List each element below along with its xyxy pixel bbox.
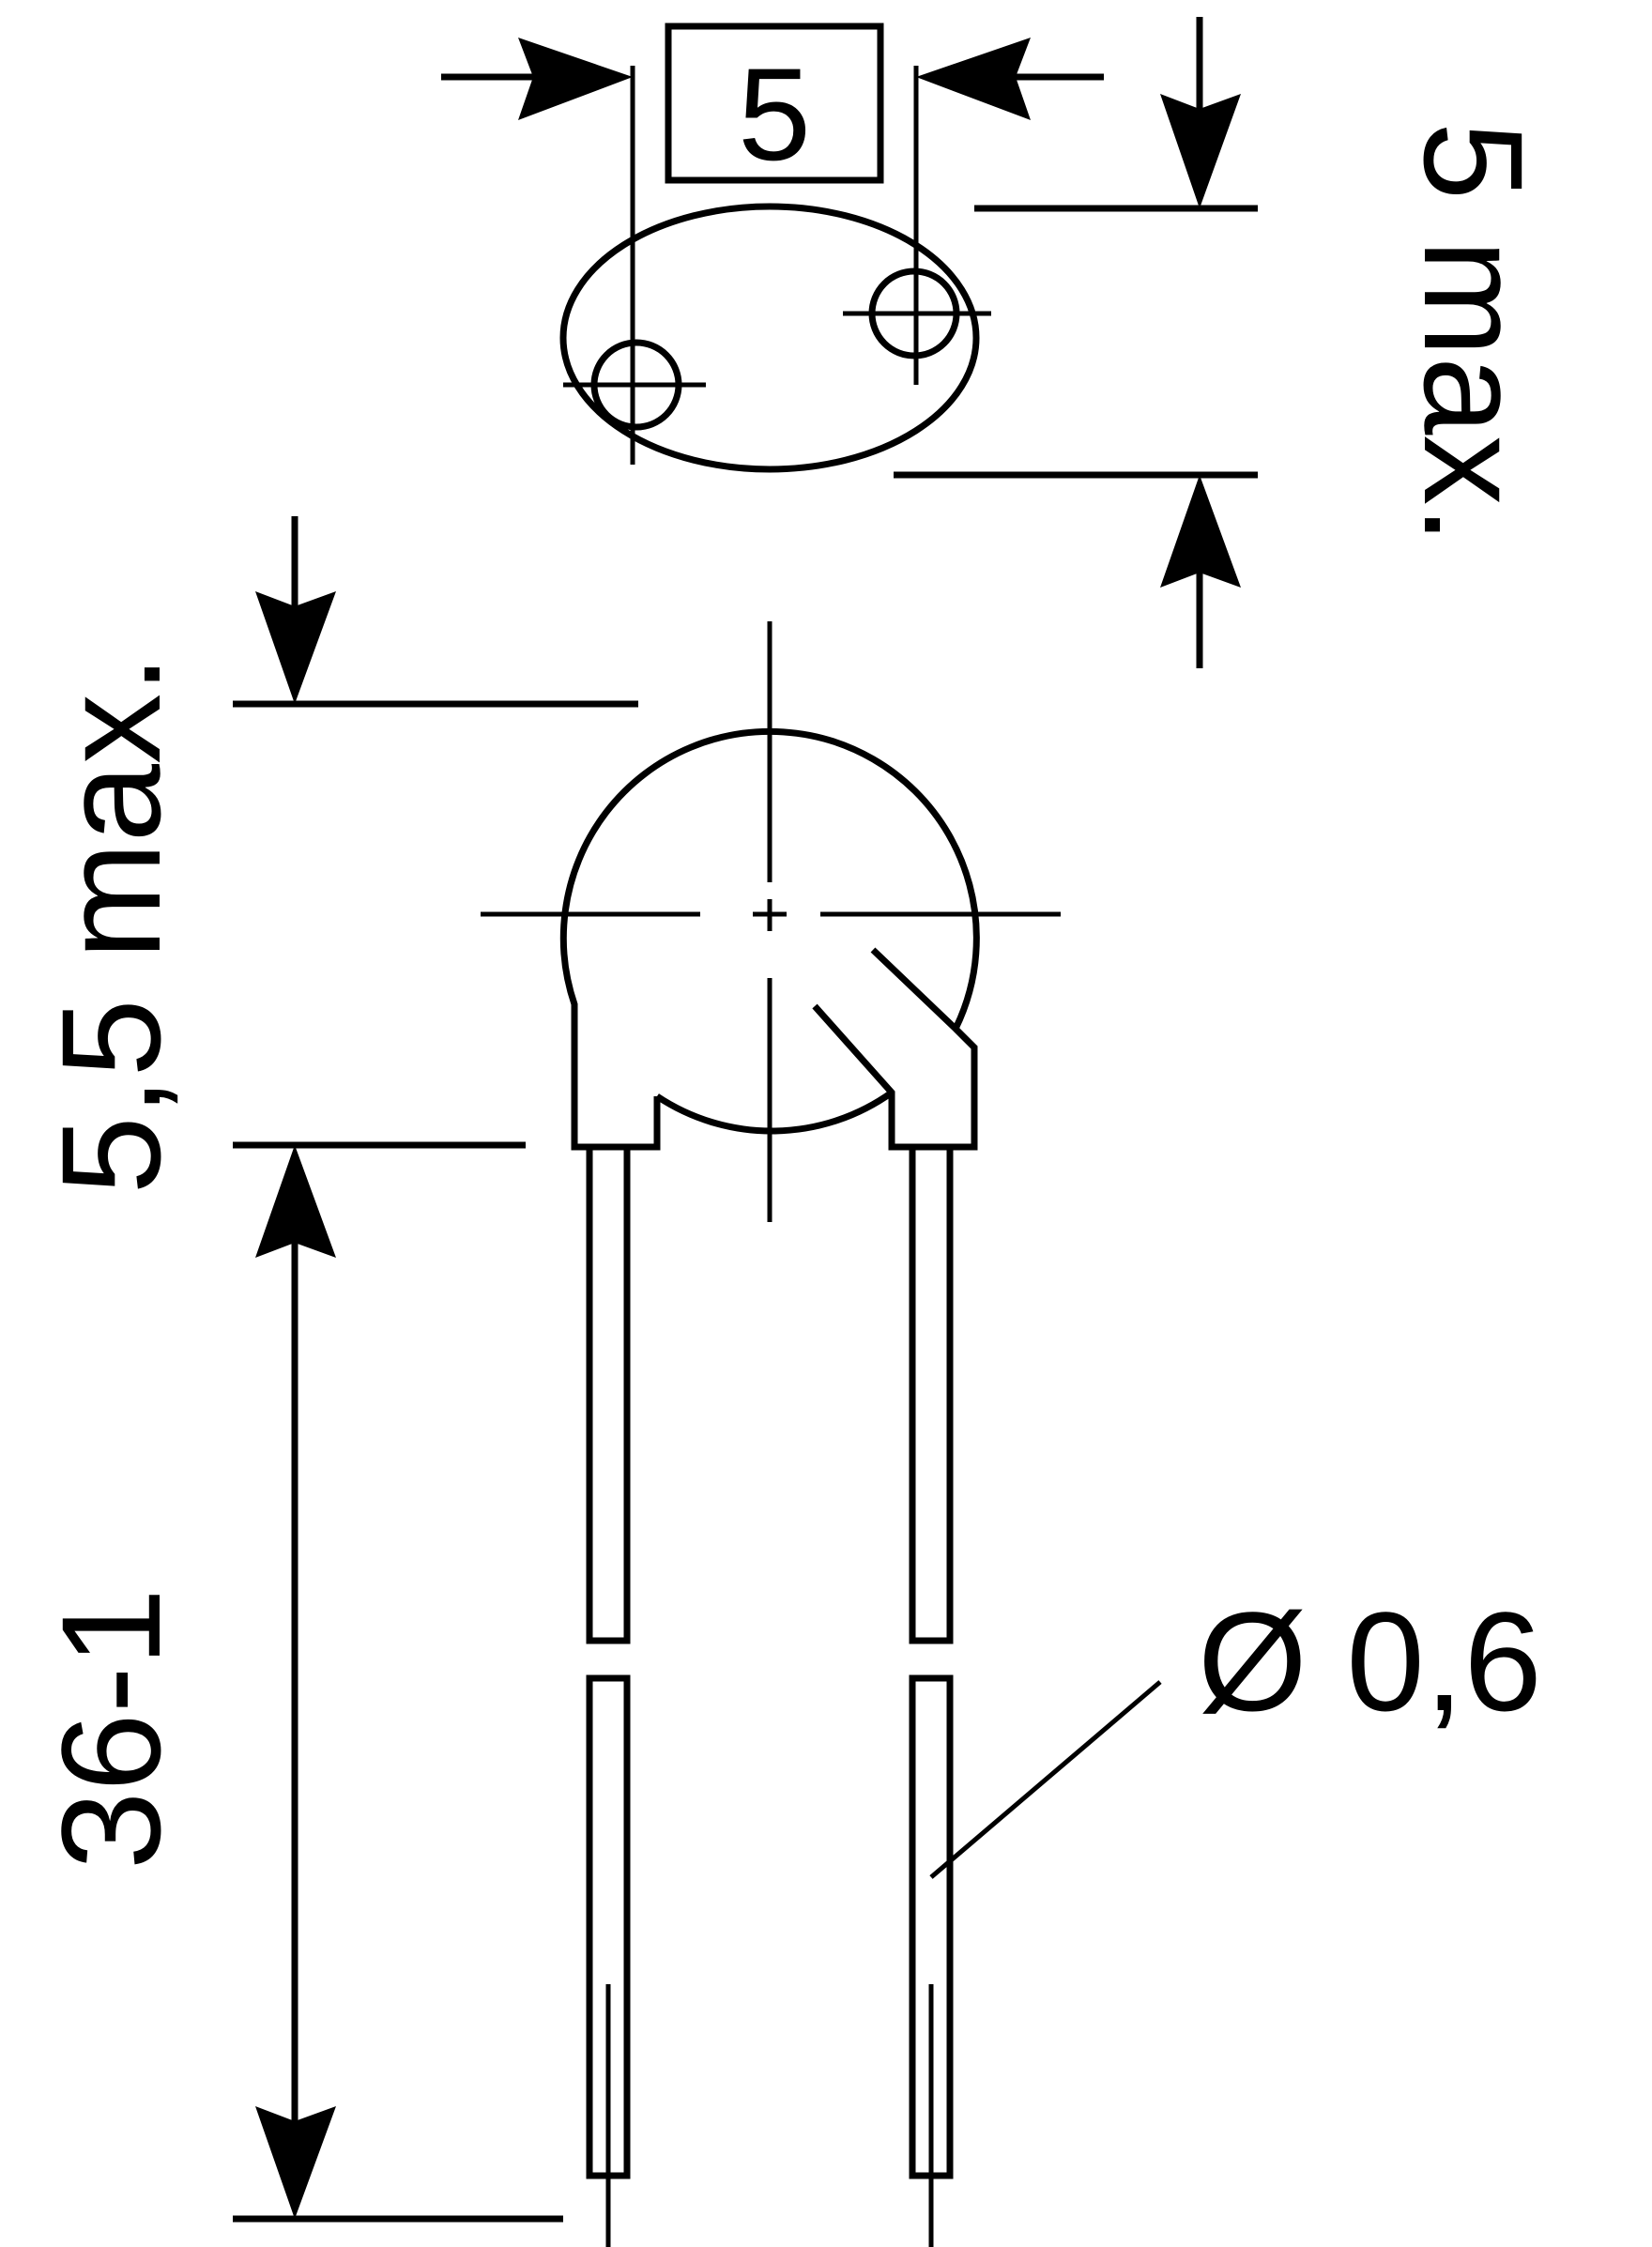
thickness-label: 5 max. [1395,122,1553,544]
disc-outline [559,727,980,1031]
top-view [559,66,991,473]
pitch-label: 5 [738,40,811,188]
diameter-dimension: 5,5 max. [32,516,638,1258]
lead-diameter-label: Ø 0,6 [1198,1582,1542,1740]
lead-length-dimension: 36-1 [32,1220,563,2223]
diameter-label: 5,5 max. [32,654,190,1194]
body-outline-top [559,203,980,473]
thickness-dimension: 5 max. [894,17,1553,668]
pitch-box [665,23,884,184]
pitch-dimension: 5 [441,23,1104,188]
lead-left-upper [586,1143,631,1644]
lead-diameter-callout: Ø 0,6 [929,1582,1542,1879]
lead-length-label: 36-1 [32,1588,190,1870]
lead-right-upper [909,1143,954,1644]
front-view [481,621,1061,2247]
